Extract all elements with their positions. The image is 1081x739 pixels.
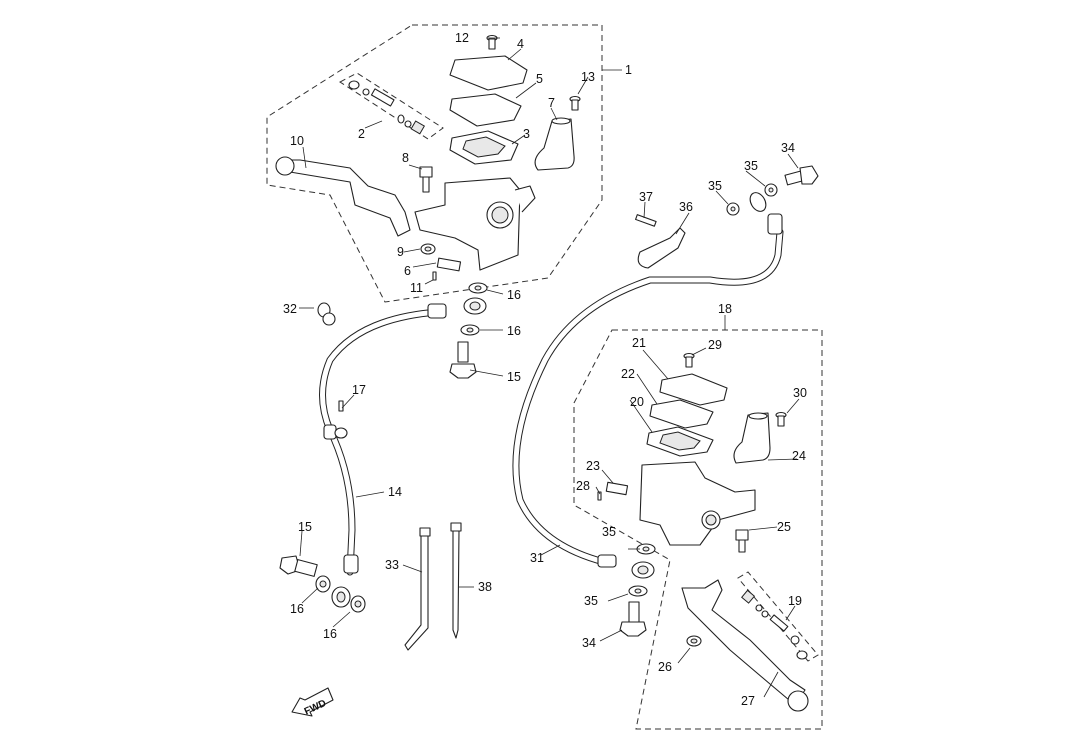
label-15a: 15 — [507, 370, 521, 384]
pivot-bolt-8 — [419, 166, 433, 193]
piston-kit-19-box — [737, 571, 819, 662]
label-13: 13 — [581, 70, 595, 84]
label-25: 25 — [777, 520, 791, 534]
hose-14-upper-fitting — [427, 297, 487, 319]
label-34a: 34 — [781, 141, 795, 155]
label-10: 10 — [290, 134, 304, 148]
label-35d: 35 — [584, 594, 598, 608]
leader-lines — [299, 37, 800, 698]
reservoir-cap-21 — [659, 373, 728, 406]
label-16b: 16 — [507, 324, 521, 338]
label-23: 23 — [586, 459, 600, 473]
label-6: 6 — [404, 264, 411, 278]
hose-14-lower-fitting — [331, 554, 359, 608]
screw-30 — [775, 411, 787, 427]
label-37: 37 — [639, 190, 653, 204]
assembly-1-boundary — [266, 24, 603, 303]
label-35c: 35 — [602, 525, 616, 539]
clamp-holder-24 — [733, 412, 771, 464]
label-12: 12 — [455, 31, 469, 45]
hose-clip-32 — [317, 302, 336, 326]
banjo-bolt-34a — [784, 165, 819, 186]
cable-tie-38 — [452, 529, 460, 639]
banjo-bolt-15b — [279, 555, 318, 577]
piston-kit-19 — [741, 589, 808, 660]
label-29: 29 — [708, 338, 722, 352]
brake-lever-27 — [681, 579, 806, 706]
banjo-bolt-34b — [619, 601, 647, 637]
hose-31-upper-fitting — [749, 192, 783, 235]
label-16a: 16 — [507, 288, 521, 302]
screw-29 — [683, 352, 695, 368]
screw-28 — [597, 491, 602, 501]
piston-kit — [348, 80, 426, 135]
label-3: 3 — [523, 127, 530, 141]
hose-31-lower-fitting — [597, 554, 655, 579]
body-clamp — [514, 185, 536, 213]
label-30: 30 — [793, 386, 807, 400]
label-20: 20 — [630, 395, 644, 409]
label-2: 2 — [358, 127, 365, 141]
switch-6 — [436, 257, 462, 272]
diaphragm-inner — [462, 136, 506, 158]
banjo-bolt-15a — [449, 341, 477, 379]
label-28: 28 — [576, 479, 590, 493]
label-4: 4 — [517, 37, 524, 51]
master-cylinder-body — [414, 177, 521, 271]
label-27: 27 — [741, 694, 755, 708]
reservoir-cap — [449, 55, 528, 91]
diaphragm-plate-22 — [649, 399, 714, 429]
label-26: 26 — [658, 660, 672, 674]
label-32: 32 — [283, 302, 297, 316]
label-9: 9 — [397, 245, 404, 259]
label-38: 38 — [478, 580, 492, 594]
rear-master-cylinder-body — [639, 461, 756, 546]
label-5: 5 — [536, 72, 543, 86]
label-22: 22 — [621, 367, 635, 381]
label-35b: 35 — [708, 179, 722, 193]
label-35a: 35 — [744, 159, 758, 173]
label-11: 11 — [410, 281, 423, 295]
label-16c: 16 — [290, 602, 304, 616]
pivot-bolt-25 — [735, 529, 749, 553]
diaphragm-20-inner — [659, 431, 701, 451]
screw-12 — [486, 34, 498, 50]
label-15b: 15 — [298, 520, 312, 534]
forward-direction-arrow: FWD — [291, 687, 334, 718]
hose-bracket-36 — [637, 227, 686, 269]
label-14: 14 — [388, 485, 402, 499]
hose-clamp-17 — [323, 400, 348, 440]
part-labels: 1 2 3 4 5 6 7 8 9 10 11 12 13 14 15 15 1… — [283, 31, 807, 708]
lever-ball-end — [275, 156, 295, 176]
label-33: 33 — [385, 558, 399, 572]
label-16d: 16 — [323, 627, 337, 641]
label-34b: 34 — [582, 636, 596, 650]
label-8: 8 — [402, 151, 409, 165]
label-31: 31 — [530, 551, 544, 565]
screw-13 — [569, 95, 581, 111]
label-7: 7 — [548, 96, 555, 110]
bolt-37 — [635, 214, 657, 227]
diaphragm-plate — [449, 93, 522, 127]
label-1: 1 — [625, 63, 632, 77]
label-36: 36 — [679, 200, 693, 214]
label-18: 18 — [718, 302, 732, 316]
switch-23 — [605, 481, 629, 496]
brake-lever-10 — [281, 159, 411, 237]
screw-11 — [432, 271, 437, 281]
label-21: 21 — [632, 336, 646, 350]
assembly-18-boundary — [573, 329, 823, 730]
label-17: 17 — [352, 383, 366, 397]
cable-tie-33 — [404, 534, 429, 651]
label-24: 24 — [792, 449, 806, 463]
clamp-holder — [534, 118, 575, 171]
label-19: 19 — [788, 594, 802, 608]
lever-27-ball-end — [787, 690, 809, 712]
